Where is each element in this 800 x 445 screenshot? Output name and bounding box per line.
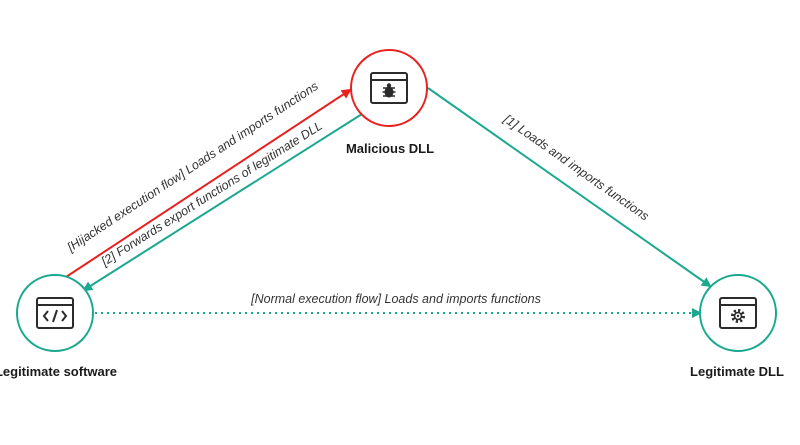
node-label-legitimate-dll: Legitimate DLL <box>690 364 784 379</box>
node-legitimate-dll <box>699 274 777 352</box>
edge-label-hijacked: [Hijacked execution flow] Loads and impo… <box>64 79 321 255</box>
code-window-icon <box>36 297 74 329</box>
edge-label-loads: [1] Loads and imports functions <box>500 111 651 223</box>
node-label-malicious-dll: Malicious DLL <box>346 141 434 156</box>
edge-forwards-arrow <box>82 113 363 292</box>
edge-loads-arrow <box>427 87 712 288</box>
gear-window-icon <box>719 297 757 329</box>
node-label-legitimate-software: Legitimate software <box>0 364 117 379</box>
bug-window-icon <box>370 72 408 104</box>
node-legitimate-software <box>16 274 94 352</box>
edge-hijacked-arrow <box>65 88 352 278</box>
node-malicious-dll <box>350 49 428 127</box>
edge-label-normal: [Normal execution flow] Loads and import… <box>250 292 541 306</box>
edge-label-forwards: [2] Forwards export functions of legitim… <box>98 119 325 269</box>
